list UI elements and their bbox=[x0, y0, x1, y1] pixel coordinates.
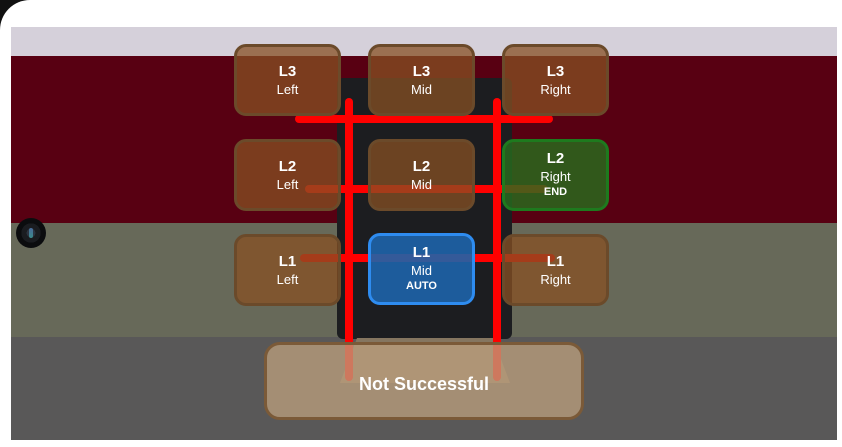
branch-bar-l3 bbox=[295, 115, 553, 123]
cell-l1-right[interactable]: L1 Right bbox=[502, 234, 609, 306]
camera-icon bbox=[16, 218, 46, 248]
cell-l3-mid[interactable]: L3 Mid bbox=[368, 44, 475, 116]
cell-level: L3 bbox=[412, 62, 431, 80]
cell-l2-mid[interactable]: L2 Mid bbox=[368, 139, 475, 211]
cell-position: Mid bbox=[411, 176, 432, 192]
cell-level: L2 bbox=[412, 157, 431, 175]
cell-position: Mid bbox=[411, 263, 432, 278]
cell-level: L2 bbox=[546, 150, 565, 167]
cell-level: L1 bbox=[278, 252, 297, 270]
cell-position: Left bbox=[276, 271, 299, 287]
cell-l3-left[interactable]: L3 Left bbox=[234, 44, 341, 116]
cell-position: Left bbox=[276, 176, 299, 192]
auto-badge: AUTO bbox=[406, 280, 437, 292]
cell-l1-mid-auto[interactable]: L1 Mid AUTO bbox=[368, 233, 475, 305]
result-status-button[interactable]: Not Successful bbox=[264, 342, 584, 420]
cell-position: Mid bbox=[411, 81, 432, 97]
cell-level: L1 bbox=[546, 252, 565, 270]
cell-l1-left[interactable]: L1 Left bbox=[234, 234, 341, 306]
cell-l2-left[interactable]: L2 Left bbox=[234, 139, 341, 211]
branch-pole-right bbox=[493, 98, 501, 381]
cell-position: Right bbox=[540, 169, 571, 184]
cell-level: L3 bbox=[278, 62, 297, 80]
end-badge: END bbox=[543, 186, 568, 198]
cell-position: Right bbox=[540, 271, 571, 287]
cell-position: Right bbox=[540, 81, 571, 97]
cell-l2-right-end[interactable]: L2 Right END bbox=[502, 139, 609, 211]
cell-level: L1 bbox=[412, 244, 431, 261]
cell-position: Left bbox=[276, 81, 299, 97]
result-status-label: Not Successful bbox=[358, 373, 490, 394]
cell-level: L2 bbox=[278, 157, 297, 175]
branch-pole-left bbox=[345, 98, 353, 381]
cell-level: L3 bbox=[546, 62, 565, 80]
cell-l3-right[interactable]: L3 Right bbox=[502, 44, 609, 116]
